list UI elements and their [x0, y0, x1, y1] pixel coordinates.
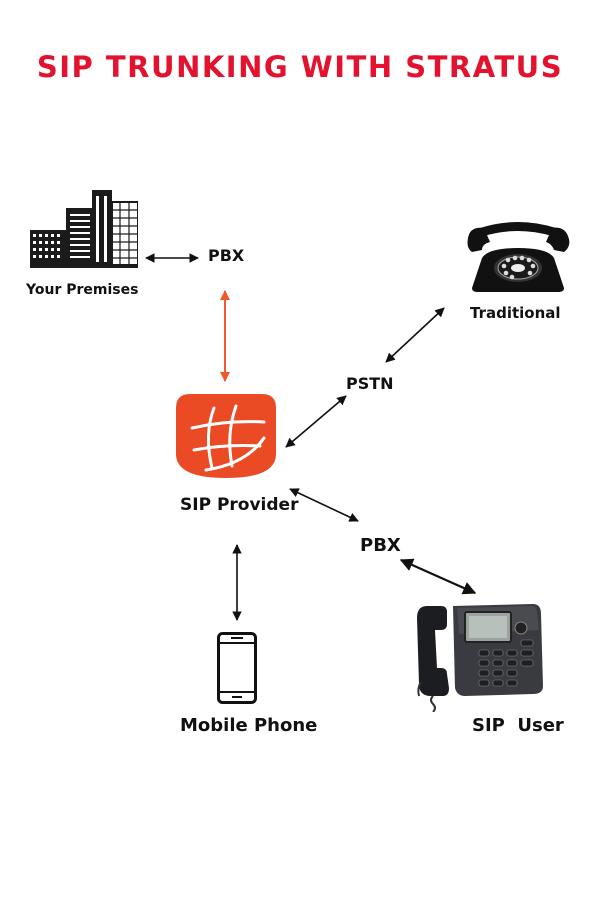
- premises-label: Your Premises: [26, 282, 139, 298]
- sip-provider-logo: [176, 394, 276, 478]
- rotary-phone-icon: [467, 222, 570, 292]
- page-title: SIP TRUNKING WITH STRATUS: [36, 50, 564, 84]
- provider-label: SIP Provider: [180, 495, 299, 515]
- buildings-icon: [30, 190, 138, 268]
- arrow-pstn-provider: [285, 395, 347, 448]
- mobile-label: Mobile Phone: [180, 715, 318, 736]
- arrow-traditional-pstn: [385, 307, 445, 363]
- arrow-provider-pbx: [289, 488, 359, 522]
- traditional-label: Traditional: [470, 304, 561, 322]
- mobile-phone-icon: [217, 632, 257, 704]
- pbx-top-label: PBX: [208, 246, 245, 265]
- sip-user-label: SIP User: [472, 715, 564, 736]
- pstn-label: PSTN: [346, 374, 394, 393]
- pbx-bottom-label: PBX: [360, 535, 401, 556]
- arrow-pbx-sipuser: [399, 558, 477, 595]
- ip-desk-phone-icon: [417, 604, 543, 712]
